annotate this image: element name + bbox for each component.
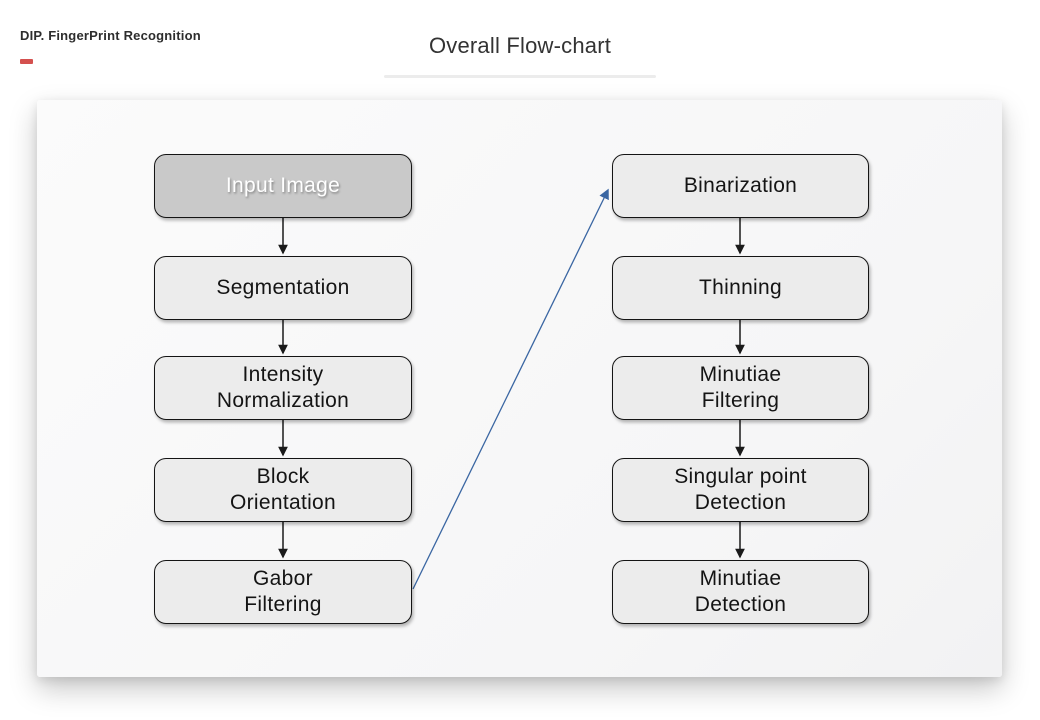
page-title: Overall Flow-chart [428,33,612,58]
flow-box-singular-point-detection[interactable]: Singular point Detection [612,458,869,522]
arrow-gabor-to-binarization [412,188,609,590]
document-header-label: DIP. FingerPrint Recognition [20,28,201,43]
flow-box-minutiae-detection[interactable]: Minutiae Detection [612,560,869,624]
flow-box-block-orientation[interactable]: Block Orientation [154,458,412,522]
flow-box-binarization[interactable]: Binarization [612,154,869,218]
flow-box-intensity-normalization[interactable]: Intensity Normalization [154,356,412,420]
flow-box-input-image[interactable]: Input Image [154,154,412,218]
red-dash-decoration [20,59,33,64]
flow-box-thinning[interactable]: Thinning [612,256,869,320]
flow-box-gabor-filtering[interactable]: Gabor Filtering [154,560,412,624]
slide-canvas: Input Image Segmentation Intensity Norma… [37,100,1002,677]
title-underline [384,75,656,78]
flow-box-segmentation[interactable]: Segmentation [154,256,412,320]
flow-box-minutiae-filtering[interactable]: Minutiae Filtering [612,356,869,420]
